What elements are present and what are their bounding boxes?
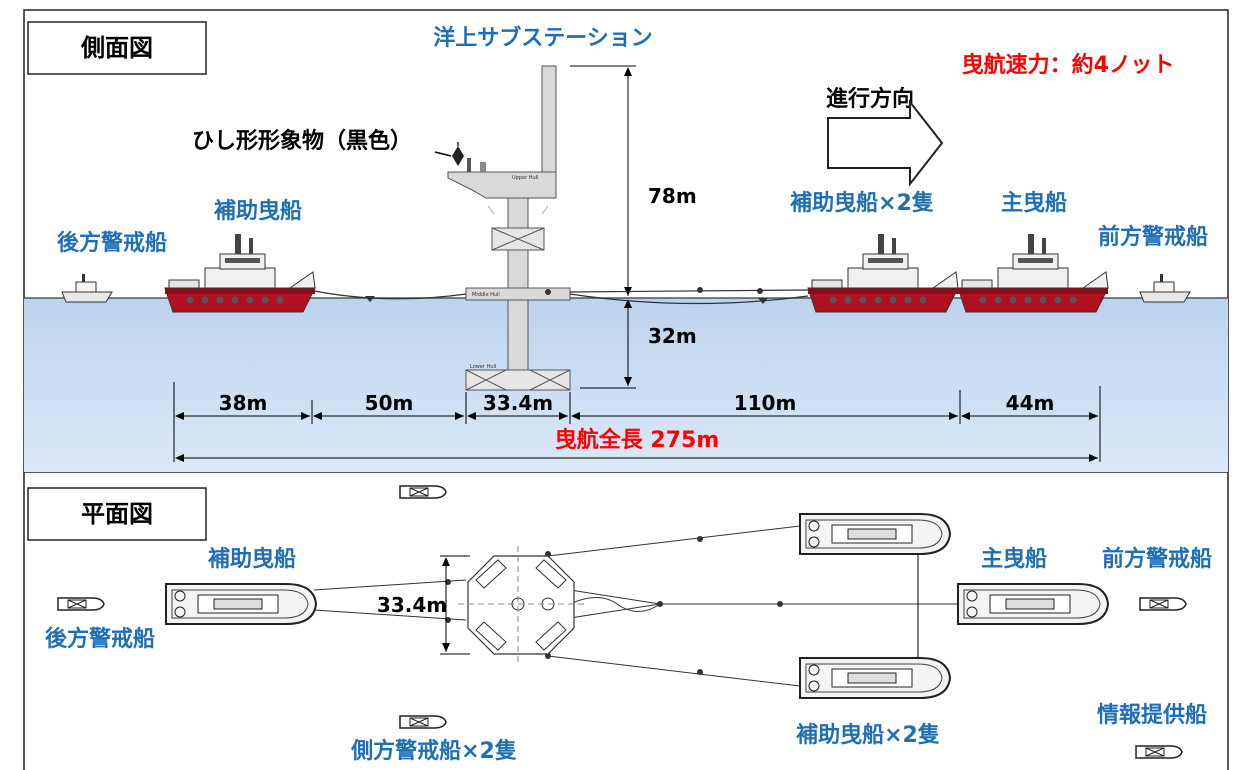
assist-tug-label-side: 補助曳船 <box>213 198 302 224</box>
side-view-title-box <box>27 21 207 75</box>
direction-label: 進行方向 <box>826 86 914 112</box>
depth-below-label: 32m <box>648 324 697 348</box>
middle-hull-label: Middle Hull <box>472 292 500 298</box>
front-guard-boat-plan <box>1139 597 1187 611</box>
segment-label: 33.4m <box>483 391 553 415</box>
main-tug-label-side: 主曳船 <box>1001 190 1067 216</box>
height-above-label: 78m <box>648 184 697 208</box>
plan-tow-lines <box>313 525 960 687</box>
rear-guard-label-plan: 後方警戒船 <box>45 626 155 652</box>
side-view-title: 側面図 <box>80 34 153 62</box>
side-guard-boat-upper <box>399 485 447 499</box>
plan-view-title: 平面図 <box>81 500 153 528</box>
substation-plan <box>458 546 584 664</box>
upper-hull-label: Upper Hull <box>512 175 538 181</box>
assist-tug-upper-plan <box>799 513 951 555</box>
front-guard-label-side: 前方警戒船 <box>1098 224 1208 250</box>
rear-guard-label-side: 後方警戒船 <box>57 230 167 256</box>
lower-hull-label: Lower Hull <box>470 364 496 370</box>
plan-width-label: 33.4m <box>377 593 447 617</box>
assist-tug-label-plan: 補助曳船 <box>207 546 296 572</box>
main-tug-plan <box>957 583 1109 625</box>
height-dimension <box>570 65 636 389</box>
assist-tug-pair-label-plan: 補助曳船×2隻 <box>795 722 940 748</box>
info-vessel-boat <box>1135 745 1183 759</box>
segment-dimensions <box>173 382 1101 462</box>
segment-label: 44m <box>1006 391 1055 415</box>
front-guard-label-plan: 前方警戒船 <box>1102 546 1212 572</box>
total-length-label: 曳航全長 275m <box>555 427 720 453</box>
shape-label: ひし形形象物（黒色） <box>192 128 412 154</box>
diamond-shape-icon <box>452 146 464 166</box>
assist-tug-pair-label-side: 補助曳船×2隻 <box>789 190 934 216</box>
segment-label: 50m <box>365 391 414 415</box>
side-tow-lines <box>299 287 962 305</box>
segment-label: 110m <box>734 391 797 415</box>
substation-label: 洋上サブステーション <box>433 25 653 51</box>
substation-structure: Upper Hull Middle Hull Lower Hull <box>447 65 571 391</box>
speed-label: 曳航速力：約4ノット <box>962 52 1175 78</box>
side-view: 側面図 洋上サブステーション 曳航速力：約4ノット 進行方向 ひし形形象物（黒色… <box>23 9 1229 473</box>
assist-tug-lower-plan <box>799 657 951 699</box>
plan-view: 平面図 33.4m <box>23 472 1229 770</box>
info-vessel-label: 情報提供船 <box>1097 702 1207 728</box>
rear-guard-boat-plan <box>57 597 105 611</box>
main-tug-label-plan: 主曳船 <box>981 546 1047 572</box>
plan-view-title-box <box>27 487 207 541</box>
side-guard-boat-lower <box>399 715 447 729</box>
assist-tug-plan <box>165 583 317 625</box>
direction-arrow-icon <box>827 99 944 187</box>
side-guard-label: 側方警戒船×2隻 <box>350 738 517 764</box>
segment-label: 38m <box>219 391 268 415</box>
